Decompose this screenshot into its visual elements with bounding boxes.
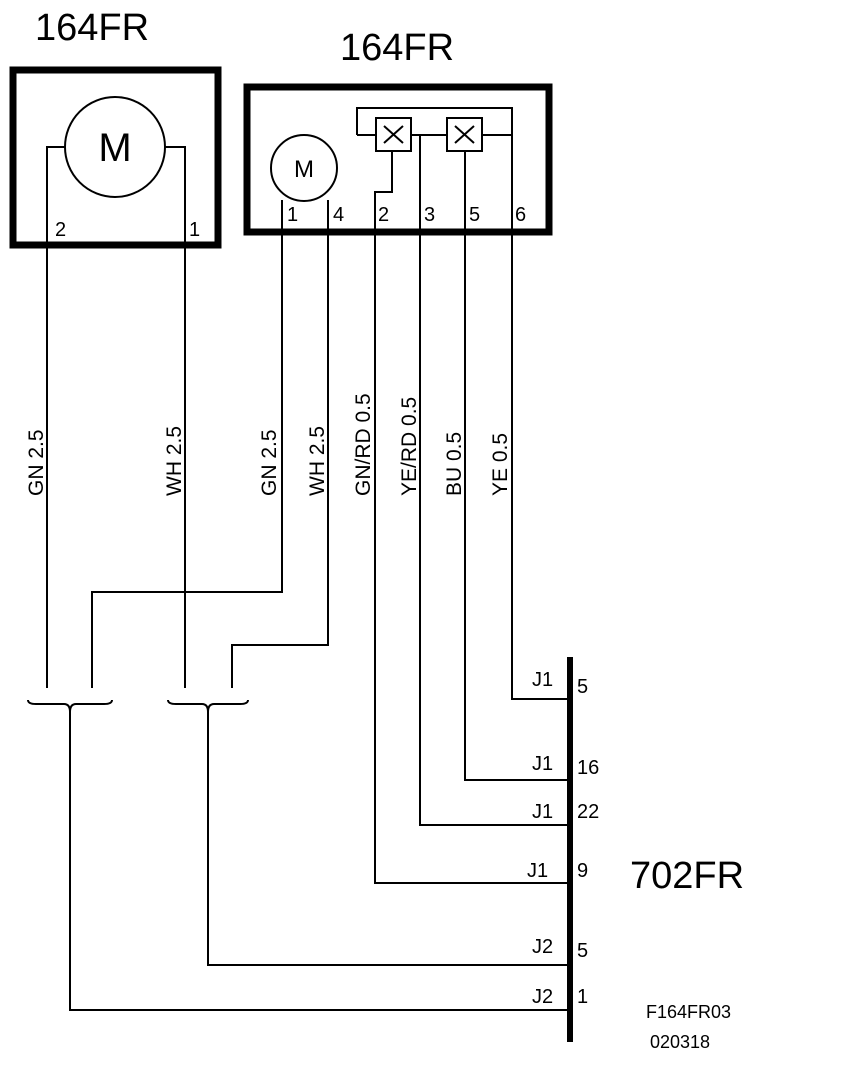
wire-ye-rd-0.5 (419, 232, 570, 826)
terminal-j1-9-conn: J1 (527, 860, 548, 882)
right-motor-icon (270, 134, 338, 202)
wire-gn-2.5-right (91, 200, 283, 688)
terminal-j2-5-conn: J2 (532, 936, 553, 958)
internal-pin2-wire (374, 151, 393, 232)
terminal-j1-9-pin: 9 (577, 860, 588, 882)
left-component-title: 164FR (35, 7, 149, 49)
reference-date: 020318 (650, 1032, 710, 1052)
right-component-pin-6: 6 (515, 204, 526, 226)
terminal-j2-1-pin: 1 (577, 986, 588, 1008)
left-motor-pin-1: 1 (189, 219, 200, 241)
wire-j2-1 (69, 712, 570, 1011)
wire-label-wh-right: WH 2.5 (306, 426, 329, 496)
left-motor-symbol: M (98, 126, 131, 170)
relay-contact-1-icon (375, 117, 412, 152)
terminal-j1-5-conn: J1 (532, 669, 553, 691)
wire-wh-2.5-right (231, 200, 329, 688)
wire-label-wh-left: WH 2.5 (163, 426, 186, 496)
relay-contact-1-cross-icon (383, 125, 404, 144)
right-motor-symbol: M (294, 156, 314, 183)
wire-label-bu: BU 0.5 (443, 432, 466, 496)
wire-j2-5 (207, 712, 570, 966)
wire-label-gn-left: GN 2.5 (25, 429, 48, 496)
terminal-j2-5-pin: 5 (577, 940, 588, 962)
wire-bu-0.5 (464, 232, 570, 781)
terminal-j1-22-pin: 22 (577, 801, 599, 823)
terminal-j1-5-pin: 5 (577, 676, 588, 698)
wire-label-gn-right: GN 2.5 (258, 429, 281, 496)
wire-label-ye-rd: YE/RD 0.5 (398, 397, 421, 496)
wire-gn-rd-0.5 (374, 232, 570, 884)
connector-702fr-title: 702FR (630, 855, 744, 897)
left-motor-pin-2: 2 (55, 219, 66, 241)
right-component-title: 164FR (340, 27, 454, 69)
terminal-j1-22-conn: J1 (532, 801, 553, 823)
right-component-box (243, 83, 553, 236)
wire-gn-2.5-left (46, 146, 65, 688)
right-component-pin-2: 2 (378, 204, 389, 226)
wire-label-gn-rd: GN/RD 0.5 (352, 393, 375, 496)
wire-ye-0.5 (511, 232, 570, 700)
splice-left-icon (27, 699, 113, 713)
reference-code: F164FR03 (646, 1002, 731, 1022)
right-component-pin-5: 5 (469, 204, 480, 226)
terminal-j1-16-conn: J1 (532, 753, 553, 775)
internal-loop-wire (356, 107, 513, 232)
right-motor-pin-4: 4 (333, 204, 344, 226)
right-component-pin-3: 3 (424, 204, 435, 226)
left-component-box (9, 66, 222, 249)
wire-label-ye: YE 0.5 (489, 433, 512, 496)
wire-wh-2.5-left (165, 146, 186, 688)
right-motor-pin-1: 1 (287, 204, 298, 226)
relay-contact-2-cross-icon (454, 125, 475, 144)
terminal-j2-1-conn: J2 (532, 986, 553, 1008)
splice-right-icon (167, 699, 249, 713)
terminal-j1-16-pin: 16 (577, 757, 599, 779)
